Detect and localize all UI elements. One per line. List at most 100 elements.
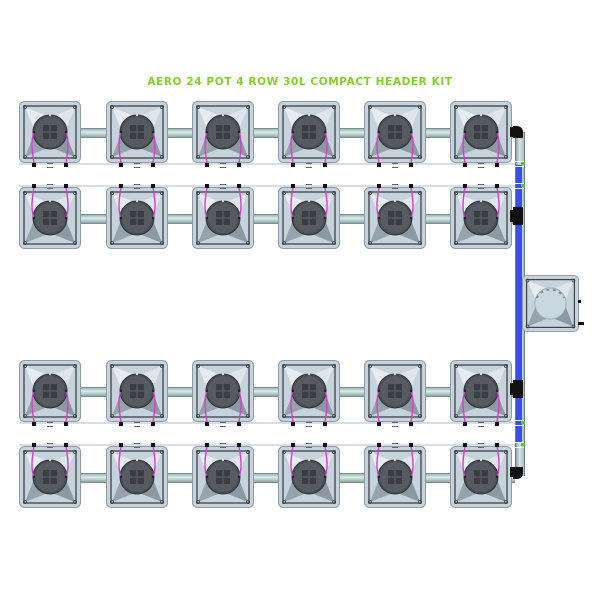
- junction-ring-icon: [515, 442, 524, 443]
- emitter-icon: [409, 163, 413, 167]
- clip-icon: [392, 184, 398, 189]
- emitter-icon: [291, 422, 295, 426]
- emitter-icon: [409, 443, 413, 447]
- emitter-icon: [463, 184, 467, 188]
- emitter-icon: [323, 163, 327, 167]
- supply-pipe-middle: [516, 270, 522, 350]
- clip-icon: [47, 422, 53, 427]
- clip-icon: [478, 163, 484, 168]
- emitter-icon: [151, 422, 155, 426]
- clip-icon: [47, 443, 53, 448]
- clip-icon: [306, 443, 312, 448]
- clip-icon: [478, 443, 484, 448]
- tee-fitting-icon: [513, 380, 523, 398]
- aero-pot-icon: [106, 446, 168, 508]
- emitter-icon: [323, 184, 327, 188]
- emitter-icon: [64, 422, 68, 426]
- emitter-icon: [291, 163, 295, 167]
- emitter-icon: [119, 443, 123, 447]
- clip-icon: [134, 443, 140, 448]
- clip-icon: [392, 422, 398, 427]
- emitter-icon: [64, 184, 68, 188]
- emitter-icon: [237, 163, 241, 167]
- aero-pot-icon: [450, 101, 512, 163]
- aero-pot-icon: [364, 187, 426, 249]
- emitter-icon: [205, 163, 209, 167]
- emitter-icon: [377, 184, 381, 188]
- clip-icon: [47, 184, 53, 189]
- emitter-icon: [495, 163, 499, 167]
- emitter-icon: [151, 184, 155, 188]
- aero-pot-icon: [278, 187, 340, 249]
- clip-icon: [392, 443, 398, 448]
- aero-pot-icon: [192, 187, 254, 249]
- aero-pot-icon: [364, 360, 426, 422]
- drip-line: [19, 422, 519, 424]
- junction-ring-icon: [515, 161, 524, 162]
- emitter-icon: [463, 443, 467, 447]
- emitter-icon: [323, 443, 327, 447]
- emitter-icon: [237, 422, 241, 426]
- aero-pot-icon: [364, 446, 426, 508]
- emitter-icon: [495, 443, 499, 447]
- emitter-icon: [463, 422, 467, 426]
- aero-pot-icon: [450, 446, 512, 508]
- emitter-icon: [377, 443, 381, 447]
- junction-ring-icon: [515, 447, 524, 448]
- emitter-icon: [409, 184, 413, 188]
- aero-pot-icon: [19, 360, 81, 422]
- reservoir-outlet-icon: [578, 322, 584, 325]
- clip-icon: [478, 184, 484, 189]
- aero-pot-icon: [278, 446, 340, 508]
- emitter-icon: [463, 163, 467, 167]
- emitter-icon: [64, 163, 68, 167]
- emitter-icon: [377, 422, 381, 426]
- tee-stub-icon: [510, 383, 515, 395]
- emitter-icon: [151, 443, 155, 447]
- clip-icon: [134, 184, 140, 189]
- clip-icon: [306, 163, 312, 168]
- emitter-icon: [151, 163, 155, 167]
- clip-icon: [478, 422, 484, 427]
- junction-marker-icon: [521, 443, 525, 446]
- clip-icon: [306, 184, 312, 189]
- aero-pot-icon: [19, 187, 81, 249]
- emitter-icon: [119, 422, 123, 426]
- emitter-icon: [205, 184, 209, 188]
- clip-icon: [134, 422, 140, 427]
- junction-ring-icon: [515, 425, 524, 426]
- aero-pot-icon: [19, 446, 81, 508]
- tee-fitting-icon: [513, 207, 523, 225]
- clip-icon: [220, 443, 226, 448]
- aero-pot-icon: [106, 101, 168, 163]
- junction-marker-icon: [521, 162, 525, 165]
- emitter-icon: [32, 422, 36, 426]
- junction-ring-icon: [515, 188, 524, 189]
- emitter-icon: [237, 443, 241, 447]
- aero-pot-icon: [19, 101, 81, 163]
- junction-ring-icon: [515, 183, 524, 184]
- kit-title: AERO 24 POT 4 ROW 30L COMPACT HEADER KIT: [147, 76, 453, 88]
- emitter-icon: [119, 184, 123, 188]
- aero-pot-icon: [364, 101, 426, 163]
- aero-pot-icon: [450, 187, 512, 249]
- elbow-stub-icon: [510, 127, 515, 137]
- aero-pot-icon: [192, 360, 254, 422]
- junction-ring-icon: [515, 166, 524, 167]
- drip-line: [19, 185, 519, 187]
- clip-icon: [220, 184, 226, 189]
- emitter-icon: [32, 184, 36, 188]
- emitter-icon: [291, 184, 295, 188]
- junction-marker-icon: [521, 421, 525, 424]
- emitter-icon: [205, 443, 209, 447]
- drip-line: [19, 444, 519, 446]
- aero-pot-icon: [278, 101, 340, 163]
- emitter-icon: [377, 163, 381, 167]
- clip-icon: [306, 422, 312, 427]
- elbow-fitting-icon: [513, 126, 523, 138]
- aero-pot-icon: [106, 187, 168, 249]
- aero-pot-icon: [192, 446, 254, 508]
- aero-pot-icon: [278, 360, 340, 422]
- aero-pot-icon: [450, 360, 512, 422]
- tee-stub-icon: [510, 210, 515, 222]
